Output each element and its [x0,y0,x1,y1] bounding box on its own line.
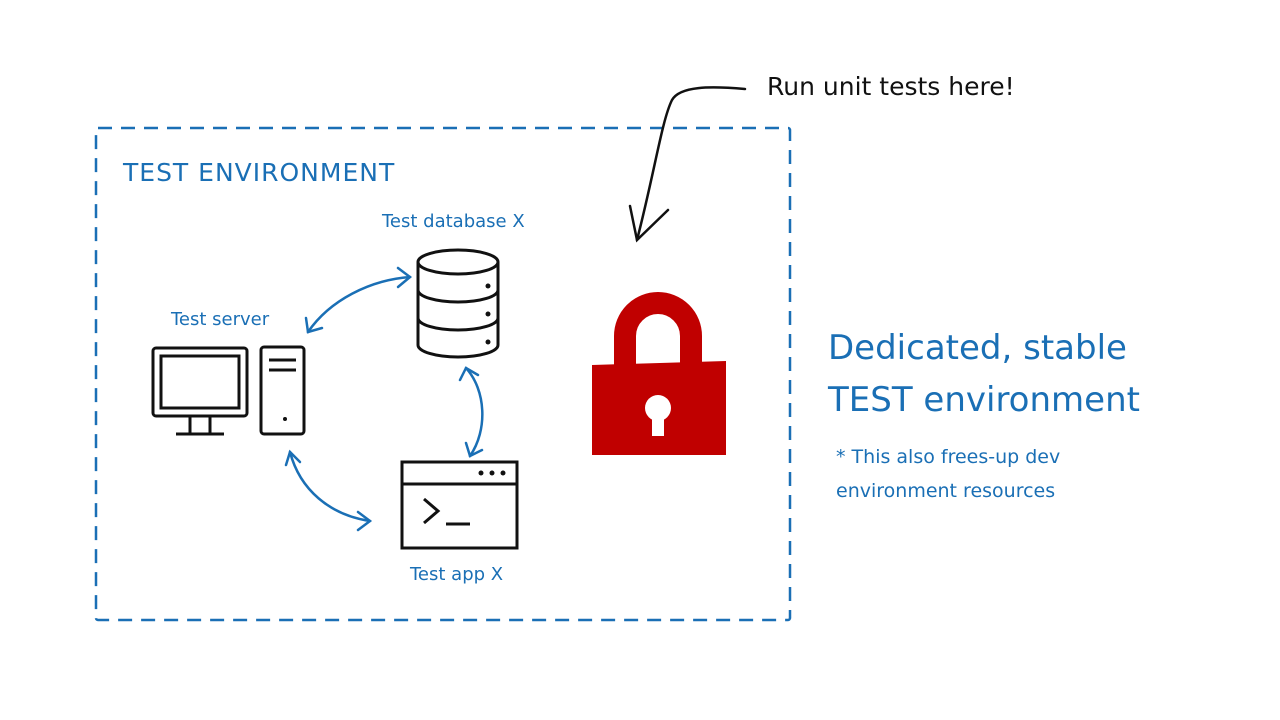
footnote: * This also frees-up dev environment res… [836,446,1061,502]
headline-line-1: Dedicated, stable [828,328,1127,368]
desktop-computer-icon [151,345,306,436]
terminal-window-icon [400,460,519,550]
environment-boundary [94,126,792,622]
connector-arrows [284,266,484,532]
database-label: Test database X [382,211,525,232]
headline-line-2: TEST environment [828,380,1140,420]
database-icon [416,248,500,359]
headline: Dedicated, stable TEST environment [828,322,1268,426]
callout-arrow [628,86,747,243]
server-label: Test server [171,309,270,330]
server-database-arrow [306,275,412,334]
server-app-arrow [288,450,372,523]
padlock-icon [592,292,726,455]
app-label: Test app X [410,564,504,585]
environment-title: TEST ENVIRONMENT [123,158,396,187]
callout-text: Run unit tests here! [767,72,1015,101]
database-app-arrow [464,366,484,458]
